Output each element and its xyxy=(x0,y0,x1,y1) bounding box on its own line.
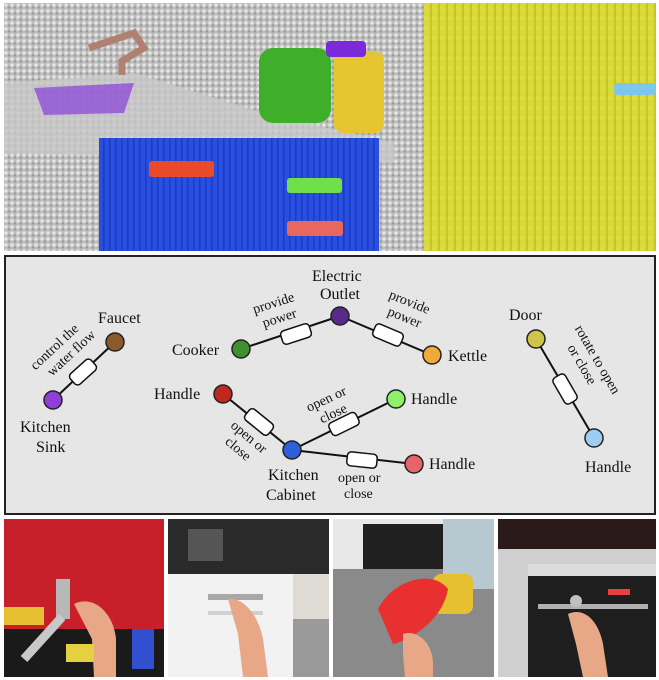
label-handle-right-bottom: Handle xyxy=(429,456,475,473)
label-kitchen-cabinet-1: Kitchen xyxy=(268,467,319,484)
label-door: Door xyxy=(509,307,543,324)
scene-reconstruction-image xyxy=(4,3,656,251)
label-kitchen-sink-1: Kitchen xyxy=(20,419,71,436)
faucet-region xyxy=(87,28,149,75)
label-electric-outlet-2: Outlet xyxy=(320,286,361,303)
photo-cabinet-illustration xyxy=(168,519,329,677)
door-region xyxy=(424,3,656,251)
graph-svg: Kitchen Sink Faucet Cooker Electric Outl… xyxy=(20,268,631,504)
functional-scene-graph: Kitchen Sink Faucet Cooker Electric Outl… xyxy=(4,255,656,515)
scene-illustration xyxy=(4,3,656,251)
label-faucet: Faucet xyxy=(98,310,141,327)
edge-box-door-handle xyxy=(552,373,578,405)
photo-oven-illustration xyxy=(498,519,656,677)
node-kitchen-sink xyxy=(43,390,63,410)
photo-kettle-illustration xyxy=(333,519,494,677)
node-door xyxy=(526,329,546,349)
label-kettle: Kettle xyxy=(448,348,487,365)
edge-box-cooker-outlet xyxy=(279,322,313,346)
label-cooker: Cooker xyxy=(172,342,220,359)
relation-outlet-kettle: provide power xyxy=(385,288,432,332)
label-handle-top: Handle xyxy=(154,386,200,403)
photo-oven-interaction xyxy=(498,519,656,677)
door-handle-region xyxy=(614,83,656,95)
edge-box-sink-faucet xyxy=(68,358,98,386)
node-door-handle xyxy=(584,428,604,448)
relation-cabinet-handle-bottom-1: open or xyxy=(338,471,381,486)
photo-cabinet-interaction xyxy=(168,519,329,677)
edge-box-cabinet-handle-bottom xyxy=(345,451,379,469)
node-electric-outlet xyxy=(330,306,350,326)
photo-faucet-interaction xyxy=(4,519,164,677)
node-kitchen-cabinet xyxy=(282,440,302,460)
relation-cabinet-handle-bottom-2: close xyxy=(344,487,373,502)
node-handle-top xyxy=(213,384,233,404)
label-electric-outlet-1: Electric xyxy=(312,268,362,285)
photo-kettle-interaction xyxy=(333,519,494,677)
edge-box-handle-cabinet xyxy=(243,407,275,437)
cabinet-handle-green xyxy=(287,178,342,193)
node-kettle xyxy=(422,345,442,365)
edge-box-outlet-kettle xyxy=(371,323,405,347)
cabinet-handle-red xyxy=(149,161,214,177)
outlet-region xyxy=(326,41,366,57)
label-handle-right-top: Handle xyxy=(411,391,457,408)
node-handle-right-bottom xyxy=(404,454,424,474)
label-kitchen-cabinet-2: Cabinet xyxy=(266,487,316,504)
node-cooker xyxy=(231,339,251,359)
relation-cooker-outlet: provide power xyxy=(251,290,299,331)
sink-region xyxy=(34,83,134,115)
edge-box-cabinet-handle-top xyxy=(328,411,360,437)
node-faucet xyxy=(105,332,125,352)
label-kitchen-sink-2: Sink xyxy=(36,439,65,456)
label-door-handle: Handle xyxy=(585,459,631,476)
cooker-region xyxy=(259,48,331,123)
kettle-region xyxy=(334,51,384,133)
node-handle-right-top xyxy=(386,389,406,409)
photo-faucet-illustration xyxy=(4,519,164,677)
cabinet-handle-pink xyxy=(287,221,343,236)
